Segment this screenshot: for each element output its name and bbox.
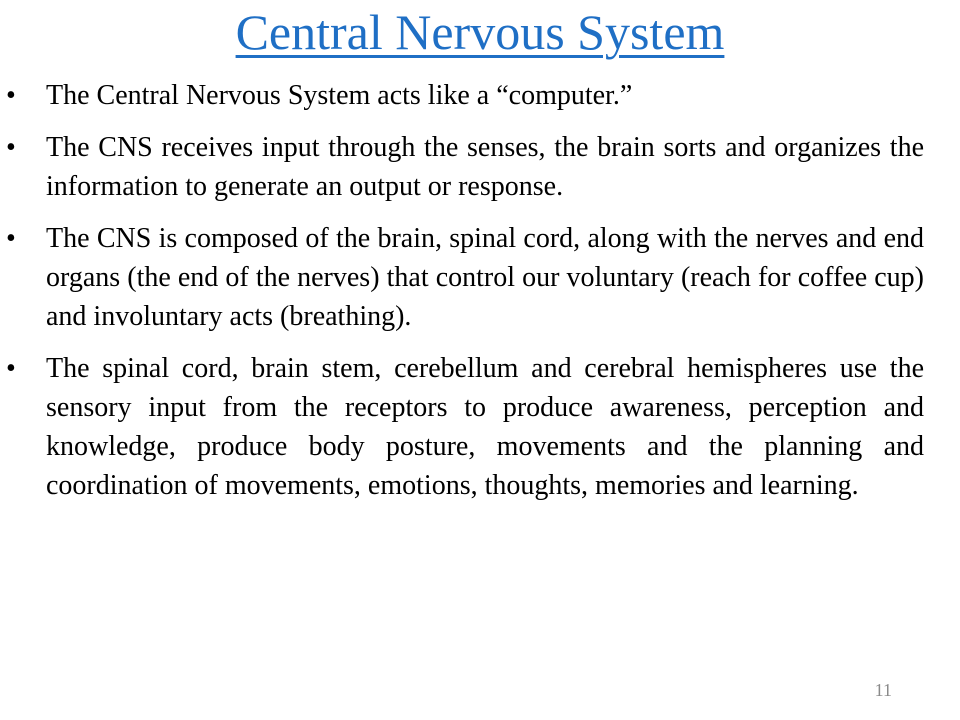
bullet-item-2: • The CNS receives input through the sen…: [6, 128, 924, 206]
bullet-dot: •: [6, 132, 16, 163]
bullet-text: The CNS is composed of the brain, spinal…: [46, 223, 924, 332]
bullet-item-3: • The CNS is composed of the brain, spin…: [6, 219, 924, 336]
bullet-dot: •: [6, 353, 16, 384]
page-number: 11: [874, 680, 892, 700]
slide-title: Central Nervous System: [235, 4, 725, 60]
bullet-text: The CNS receives input through the sense…: [46, 132, 924, 202]
bullet-text: The spinal cord, brain stem, cerebellum …: [46, 353, 924, 501]
bullet-list: • The Central Nervous System acts like a…: [0, 76, 960, 518]
bullet-text: The Central Nervous System acts like a “…: [46, 80, 633, 111]
bullet-item-4: • The spinal cord, brain stem, cerebellu…: [6, 349, 924, 505]
bullet-dot: •: [6, 80, 16, 111]
bullet-dot: •: [6, 223, 16, 254]
bullet-item-1: • The Central Nervous System acts like a…: [6, 76, 924, 115]
